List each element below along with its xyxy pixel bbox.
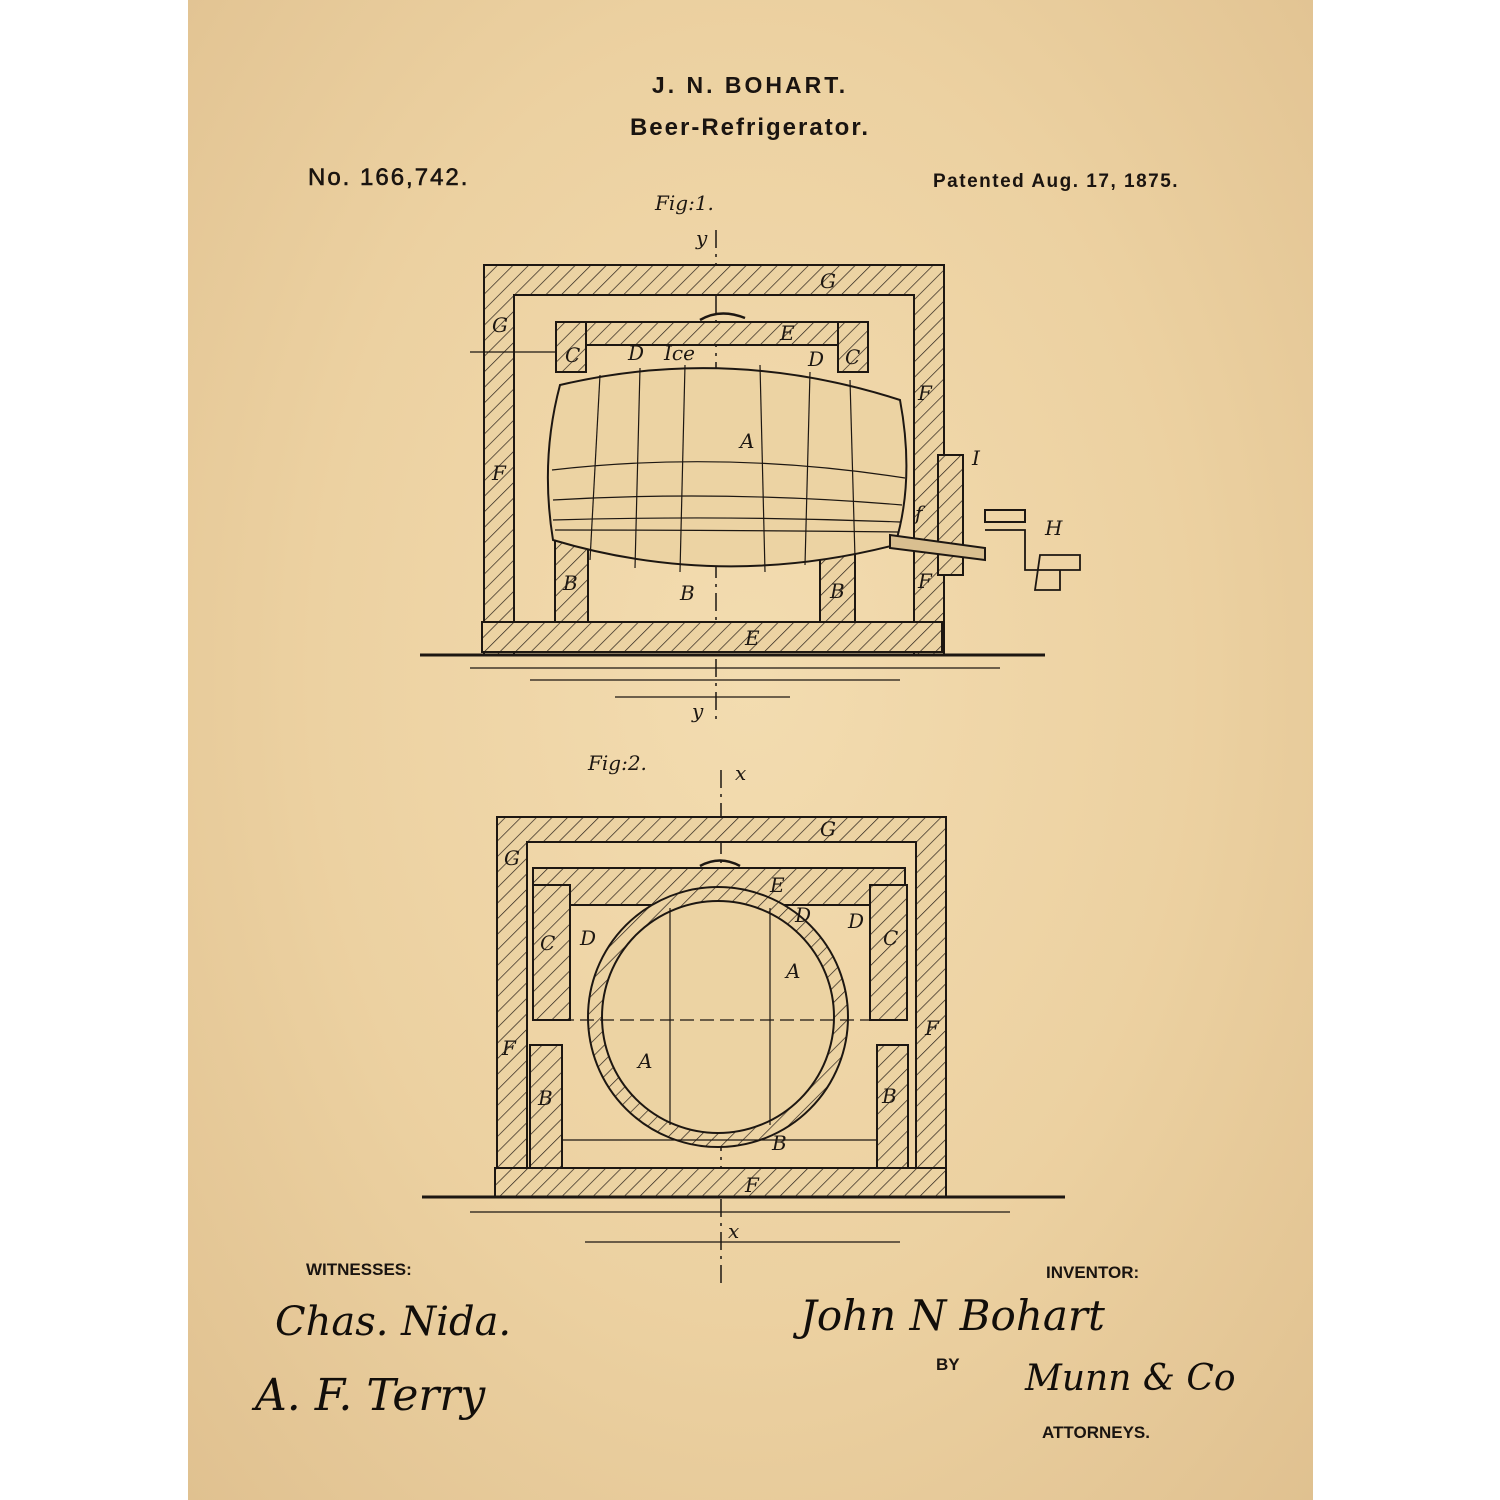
- label-c: C: [540, 931, 555, 955]
- label-h: H: [1044, 516, 1063, 540]
- label-d: D: [847, 909, 864, 933]
- patent-date: Patented Aug. 17, 1875.: [933, 171, 1180, 192]
- witness-signature-2: A. F. Terry: [251, 1370, 486, 1421]
- attorney-signature: Munn & Co: [1024, 1358, 1236, 1399]
- label-d: D: [627, 341, 644, 365]
- label-f: F: [501, 1036, 517, 1060]
- fig1-axis-top: y: [695, 226, 708, 250]
- label-f: F: [744, 1173, 760, 1197]
- label-b: B: [537, 1086, 553, 1110]
- label-b: B: [679, 581, 695, 605]
- label-a: A: [738, 429, 754, 453]
- figure-2: [422, 770, 1065, 1285]
- label-c: C: [883, 926, 898, 950]
- patent-number: No. 166,742.: [308, 164, 470, 192]
- label-g: G: [492, 313, 508, 337]
- label-f: F: [917, 569, 933, 593]
- label-d: D: [807, 347, 824, 371]
- inventor-heading: J. N. BOHART.: [651, 72, 849, 98]
- inventor-label: INVENTOR:: [1046, 1263, 1139, 1282]
- patent-sheet: [188, 0, 1313, 1500]
- label-g: G: [504, 846, 520, 870]
- label-f: F: [924, 1016, 940, 1040]
- attorneys-label: ATTORNEYS.: [1042, 1423, 1150, 1442]
- label-d: D: [579, 926, 596, 950]
- witnesses-label: WITNESSES:: [306, 1260, 412, 1279]
- fig2-axis-top: x: [735, 761, 746, 785]
- label-e: E: [769, 873, 785, 897]
- label-a: A: [784, 959, 800, 983]
- label-b: B: [562, 571, 578, 595]
- fig2-axis-bottom: x: [728, 1219, 739, 1243]
- fig2-caption: Fig:2.: [587, 751, 647, 775]
- label-b: B: [771, 1131, 787, 1155]
- label-g: G: [820, 817, 836, 841]
- witness-signature-1: Chas. Nida.: [275, 1299, 511, 1345]
- label-b: B: [881, 1084, 897, 1108]
- label-a: A: [636, 1049, 652, 1073]
- fig1-axis-bottom: y: [691, 699, 704, 723]
- label-ice: Ice: [663, 341, 695, 365]
- label-g: G: [820, 269, 836, 293]
- label-i: I: [971, 446, 981, 470]
- label-c: C: [565, 343, 580, 367]
- label-c: C: [845, 345, 860, 369]
- label-e: E: [779, 321, 795, 345]
- label-f: F: [917, 381, 933, 405]
- by-label: BY: [936, 1355, 960, 1374]
- patent-title: Beer-Refrigerator.: [629, 114, 871, 141]
- label-f: F: [491, 461, 507, 485]
- figure-1: [420, 230, 1081, 720]
- label-b: B: [829, 579, 845, 603]
- inventor-signature: John N Bohart: [792, 1291, 1105, 1340]
- label-e: E: [744, 626, 760, 650]
- label-d: D: [794, 903, 811, 927]
- fig1-caption: Fig:1.: [654, 191, 714, 215]
